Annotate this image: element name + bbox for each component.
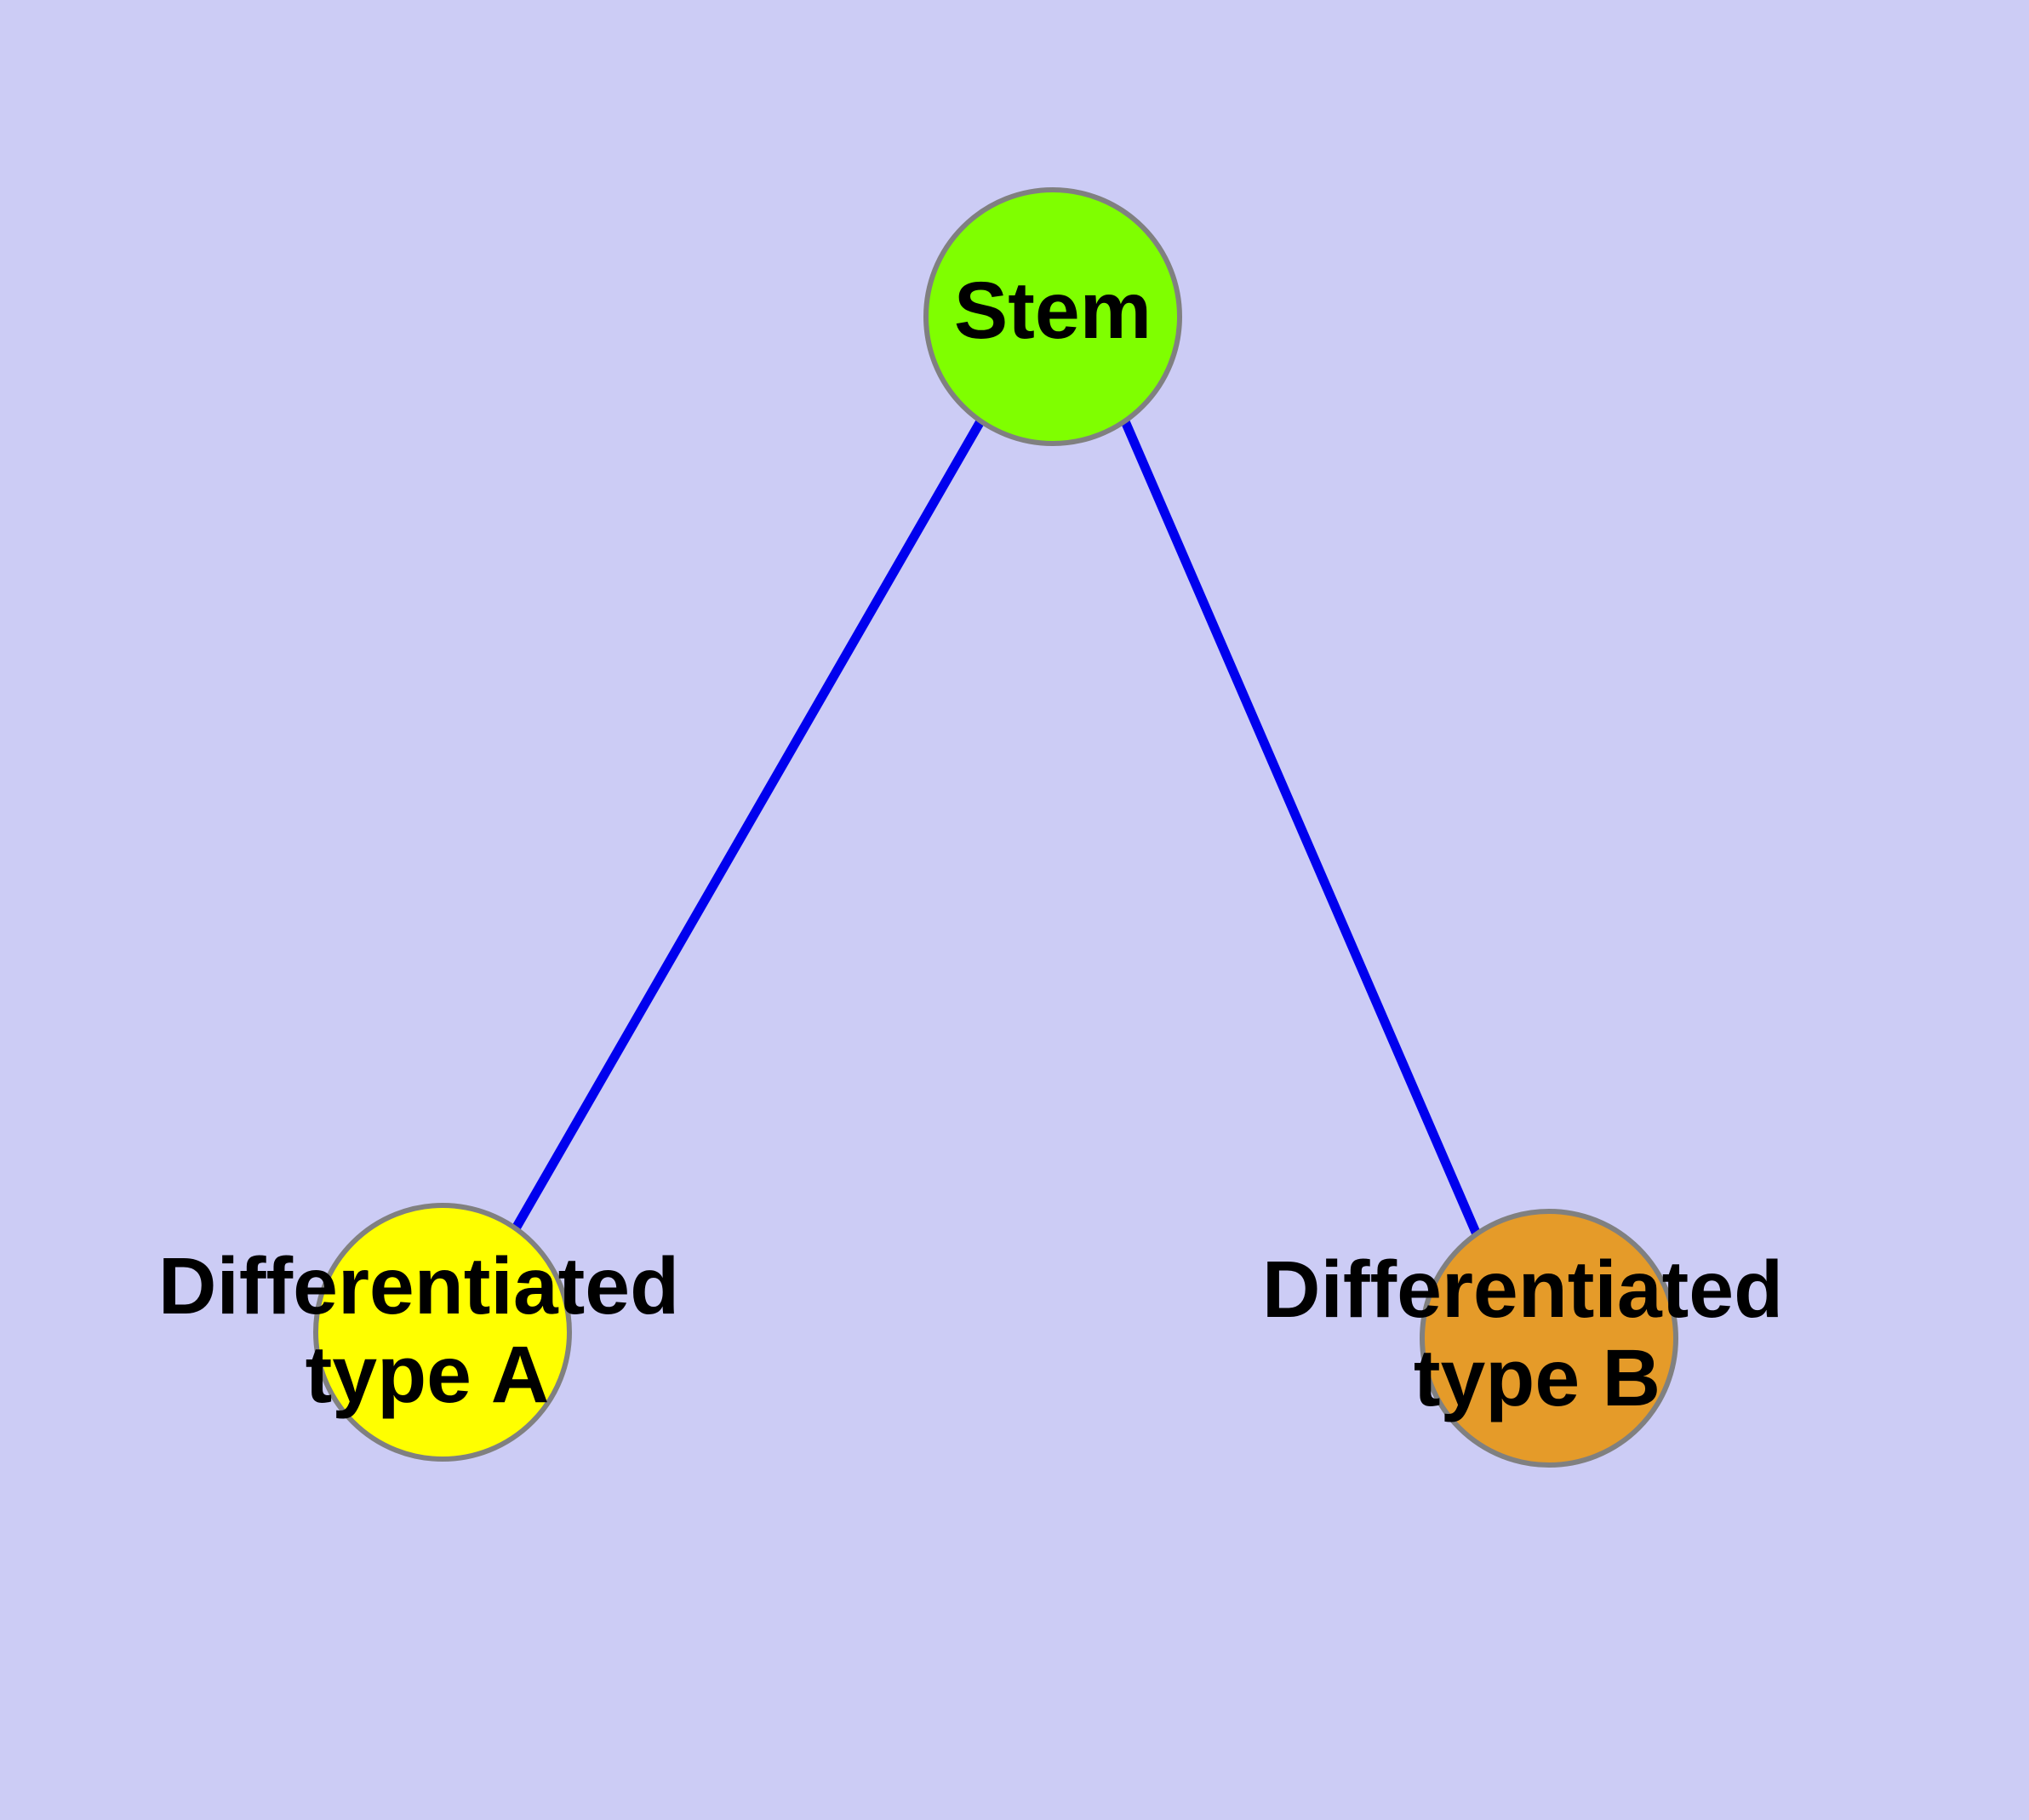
node-circle-differentiated-type-b[interactable] (1420, 1209, 1678, 1468)
labels-group: Stem Differentiated type A Differentiate… (158, 266, 1783, 1423)
node-circle-differentiated-type-a[interactable] (313, 1203, 572, 1462)
node-label-stem: Stem (954, 266, 1152, 356)
node-label-differentiated-type-b-line2: type B (1414, 1333, 1660, 1423)
edge-stem-to-differentiated-type-a[interactable] (511, 416, 986, 1233)
node-label-differentiated-type-b-line1: Differentiated (1262, 1245, 1783, 1335)
edge-stem-to-differentiated-type-b[interactable] (1120, 416, 1482, 1239)
node-stem[interactable] (923, 187, 1182, 446)
node-differentiated-type-b[interactable] (1420, 1209, 1678, 1468)
edges-group (511, 416, 1482, 1239)
node-differentiated-type-a[interactable] (313, 1203, 572, 1462)
node-circle-stem[interactable] (923, 187, 1182, 446)
node-label-differentiated-type-a-line1: Differentiated (158, 1241, 679, 1331)
node-label-differentiated-type-a-line2: type A (306, 1330, 550, 1420)
